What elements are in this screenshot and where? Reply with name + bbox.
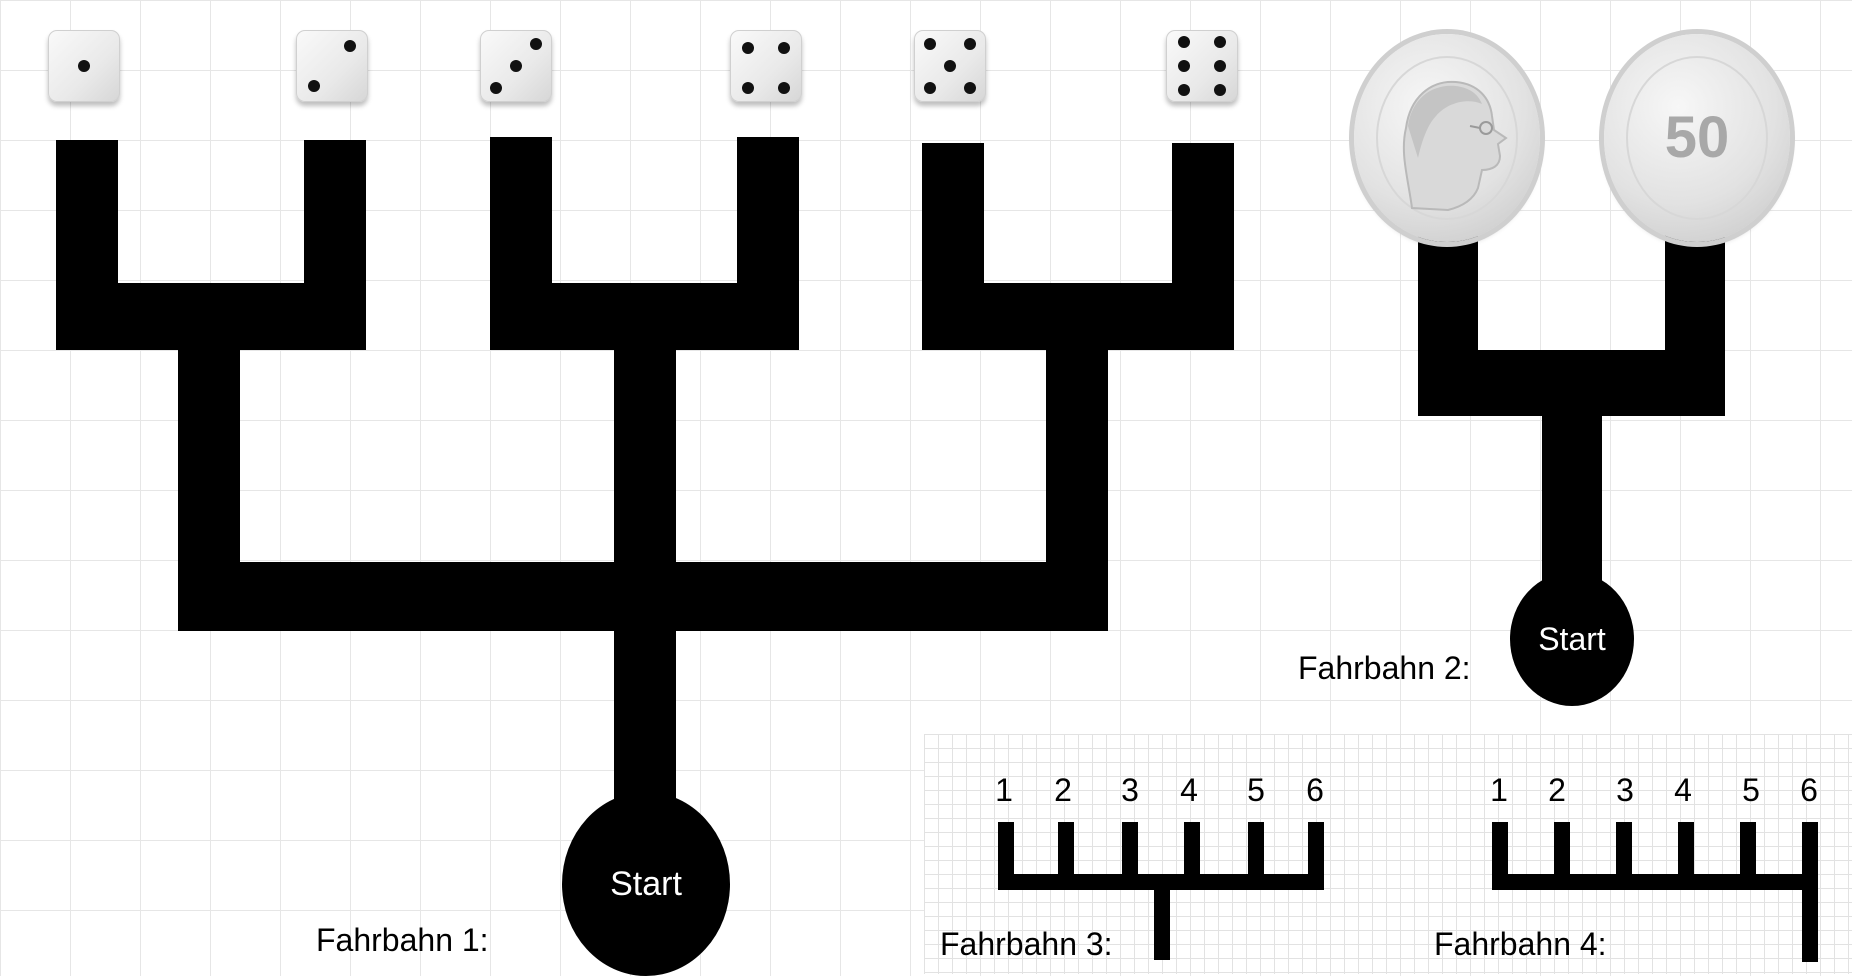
die-3-icon [480, 30, 552, 102]
track4-number-5: 5 [1742, 772, 1760, 808]
coin-value: 50 [1664, 105, 1730, 170]
track4-lane-1 [1492, 822, 1508, 890]
track2-start-label: Start [1538, 620, 1606, 657]
track4-lane-5 [1740, 822, 1756, 890]
track3-number-5: 5 [1247, 772, 1265, 808]
track4-number-2: 2 [1548, 772, 1566, 808]
track2-label: Fahrbahn 2: [1298, 650, 1471, 686]
track2-start[interactable]: Start [1510, 572, 1634, 706]
track1-start[interactable]: Start [562, 792, 730, 976]
die-2-icon [296, 30, 368, 102]
track3-lane-4 [1184, 822, 1200, 890]
track4-lane-3 [1616, 822, 1632, 890]
die-1-icon [48, 30, 120, 102]
track2-fork [1418, 350, 1725, 416]
track4-bar [1492, 874, 1818, 890]
track3-lane-6 [1308, 822, 1324, 890]
track1-fork-c [922, 283, 1234, 350]
track3-number-4: 4 [1180, 772, 1198, 808]
track3-number-1: 1 [995, 772, 1013, 808]
track3-lane-1 [998, 822, 1014, 890]
track2-trunk [1542, 414, 1602, 584]
track3-trunk [1154, 874, 1170, 960]
die-6-icon [1166, 30, 1238, 102]
track1-main-fork [178, 562, 1108, 631]
die-5-icon [914, 30, 986, 102]
track3-lane-3 [1122, 822, 1138, 890]
track3-lane-2 [1058, 822, 1074, 890]
track4-label: Fahrbahn 4: [1434, 926, 1607, 962]
track4-number-3: 3 [1616, 772, 1634, 808]
die-4-icon [730, 30, 802, 102]
track3-lane-5 [1248, 822, 1264, 890]
coin-50-icon: 50 [1604, 34, 1790, 242]
small-tracks-panel [924, 734, 1852, 974]
track3-number-3: 3 [1121, 772, 1139, 808]
track4-lane-4 [1678, 822, 1694, 890]
track4-number-4: 4 [1674, 772, 1692, 808]
track4-lane-6 [1802, 822, 1818, 962]
track1-start-label: Start [610, 864, 682, 903]
track3-number-2: 2 [1054, 772, 1072, 808]
coin-portrait-icon [1354, 34, 1540, 242]
track1-fork-b [490, 283, 799, 350]
track3-label: Fahrbahn 3: [940, 926, 1113, 962]
track4-number-6: 6 [1800, 772, 1818, 808]
track3-number-6: 6 [1306, 772, 1324, 808]
track1-label: Fahrbahn 1: [316, 922, 489, 958]
track4-lane-2 [1554, 822, 1570, 890]
track4-number-1: 1 [1490, 772, 1508, 808]
track1-fork-a [56, 283, 366, 350]
